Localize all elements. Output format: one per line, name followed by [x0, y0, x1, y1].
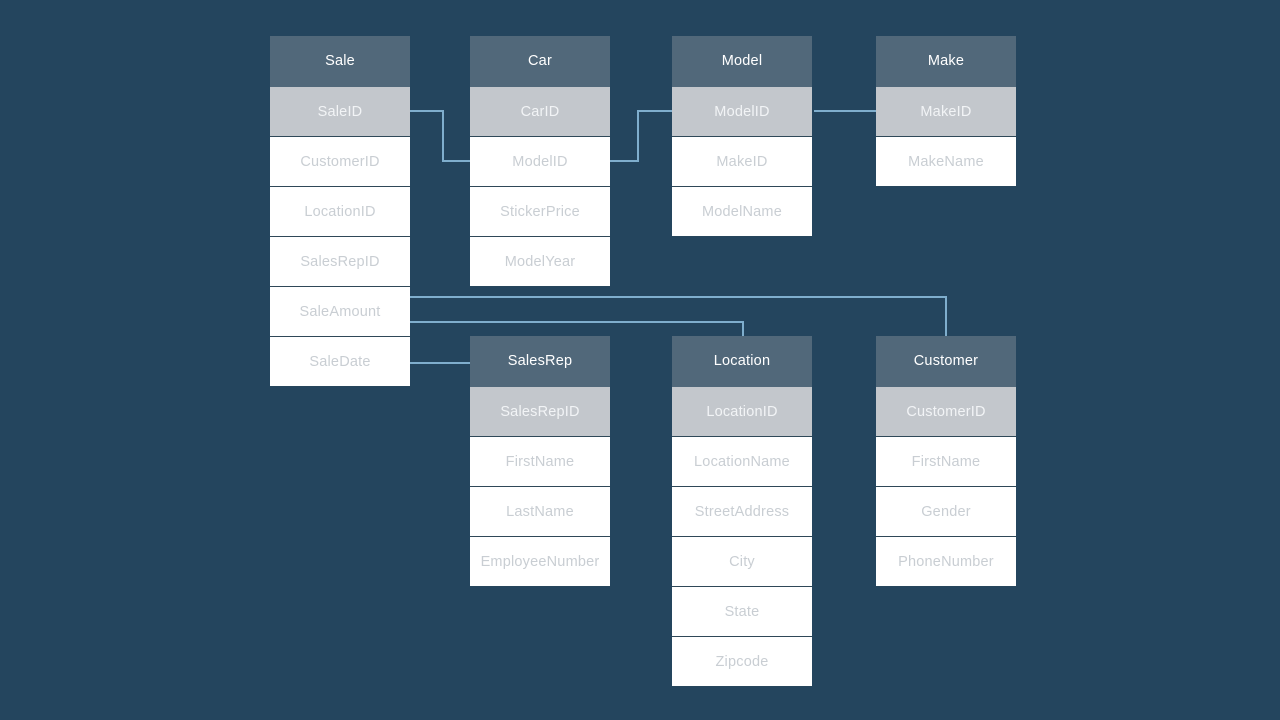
field-row-salesrep-lastname[interactable]: LastName [470, 486, 610, 536]
field-row-location-locationname[interactable]: LocationName [672, 436, 812, 486]
field-row-customer-customerid[interactable]: CustomerID [876, 386, 1016, 436]
field-row-sale-salesrepid[interactable]: SalesRepID [270, 236, 410, 286]
field-row-salesrep-salesrepid[interactable]: SalesRepID [470, 386, 610, 436]
field-row-car-modelid[interactable]: ModelID [470, 136, 610, 186]
field-row-model-modelid[interactable]: ModelID [672, 86, 812, 136]
relationship-model-modelid-to-car[interactable] [610, 110, 672, 162]
field-row-customer-firstname[interactable]: FirstName [876, 436, 1016, 486]
relationship-sale-locationid-to-location[interactable] [410, 321, 744, 336]
field-row-location-streetaddress[interactable]: StreetAddress [672, 486, 812, 536]
relationship-car-modelid-to-sale-saleid[interactable] [410, 110, 470, 162]
entity-header-salesrep: SalesRep [470, 336, 610, 386]
field-row-sale-saledate[interactable]: SaleDate [270, 336, 410, 386]
entity-header-customer: Customer [876, 336, 1016, 386]
field-row-sale-saleid[interactable]: SaleID [270, 86, 410, 136]
entity-header-location: Location [672, 336, 812, 386]
field-row-car-stickerprice[interactable]: StickerPrice [470, 186, 610, 236]
field-row-location-zipcode[interactable]: Zipcode [672, 636, 812, 686]
entity-header-car: Car [470, 36, 610, 86]
field-row-sale-locationid[interactable]: LocationID [270, 186, 410, 236]
entity-header-sale: Sale [270, 36, 410, 86]
field-row-sale-customerid[interactable]: CustomerID [270, 136, 410, 186]
field-row-model-modelname[interactable]: ModelName [672, 186, 812, 236]
field-row-make-makeid[interactable]: MakeID [876, 86, 1016, 136]
relationship-sale-customerid-to-customer[interactable] [410, 296, 947, 336]
field-row-location-locationid[interactable]: LocationID [672, 386, 812, 436]
field-row-car-modelyear[interactable]: ModelYear [470, 236, 610, 286]
entity-header-make: Make [876, 36, 1016, 86]
field-row-customer-gender[interactable]: Gender [876, 486, 1016, 536]
field-row-location-city[interactable]: City [672, 536, 812, 586]
entity-header-model: Model [672, 36, 812, 86]
field-row-salesrep-employeenumber[interactable]: EmployeeNumber [470, 536, 610, 586]
field-row-sale-saleamount[interactable]: SaleAmount [270, 286, 410, 336]
field-row-customer-phonenumber[interactable]: PhoneNumber [876, 536, 1016, 586]
field-row-car-carid[interactable]: CarID [470, 86, 610, 136]
field-row-make-makename[interactable]: MakeName [876, 136, 1016, 186]
field-row-location-state[interactable]: State [672, 586, 812, 636]
field-row-model-makeid[interactable]: MakeID [672, 136, 812, 186]
field-row-salesrep-firstname[interactable]: FirstName [470, 436, 610, 486]
